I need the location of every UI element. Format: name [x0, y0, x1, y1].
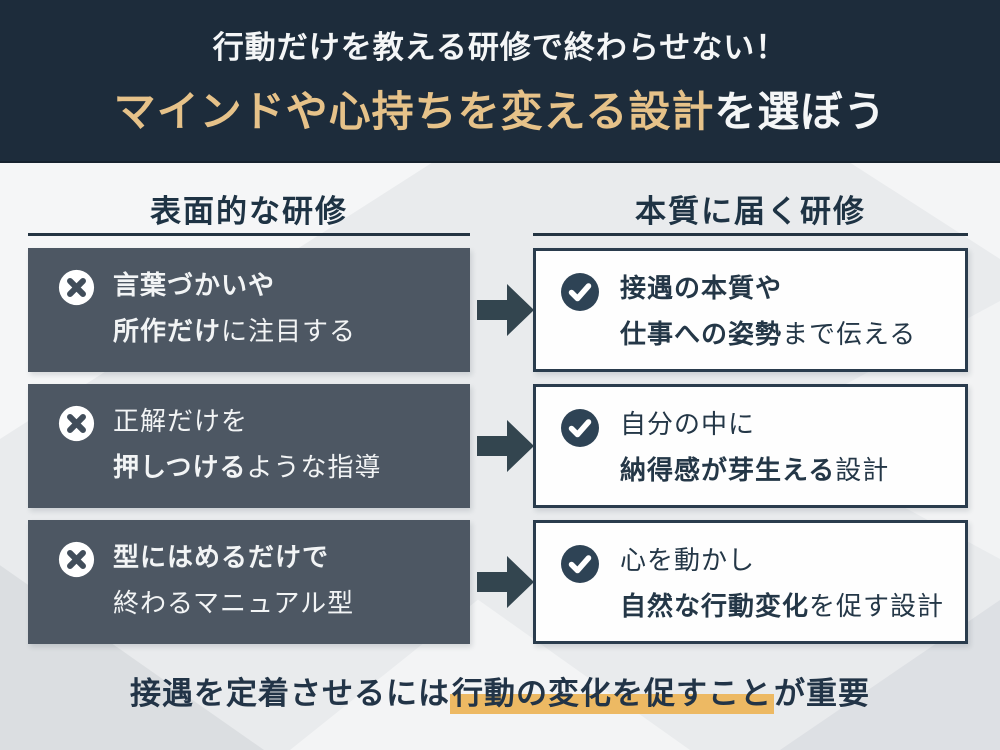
- title-line-1: 行動だけを教える研修で終わらせない！: [212, 30, 788, 65]
- good-point-text: 自分の中に 納得感が芽生える設計: [620, 401, 889, 493]
- good-point-box-3: 心を動かし 自然な行動変化を促す設計: [533, 520, 968, 644]
- text-line: 型にはめるだけで: [113, 542, 330, 572]
- left-column-underline: [28, 233, 470, 236]
- text-line: 終わるマニュアル型: [113, 588, 355, 618]
- conclusion-pre: 接遇を定着させるには: [130, 676, 450, 711]
- arrow-right-icon: [477, 556, 534, 608]
- good-point-text: 心を動かし 自然な行動変化を促す設計: [620, 537, 944, 629]
- cross-circle-icon: [58, 269, 95, 306]
- check-circle-icon: [561, 273, 599, 311]
- bad-point-box-3: 型にはめるだけで 終わるマニュアル型: [28, 520, 470, 644]
- left-column-title: 表面的な研修: [150, 193, 348, 229]
- good-point-box-2: 自分の中に 納得感が芽生える設計: [533, 384, 968, 508]
- text-line: 自然な行動変化を促す設計: [620, 591, 945, 621]
- title-accent-text: マインドや心持ちを変える設計: [113, 88, 715, 135]
- good-point-text: 接遇の本質や 仕事への姿勢まで伝える: [620, 265, 916, 357]
- right-column-underline: [533, 233, 968, 236]
- bad-point-box-2: 正解だけを 押しつけるような指導: [28, 384, 470, 508]
- text-line: 所作だけに注目する: [113, 316, 357, 346]
- good-point-box-1: 接遇の本質や 仕事への姿勢まで伝える: [533, 248, 968, 372]
- title-rest-text: を選ぼう: [714, 88, 887, 135]
- conclusion-highlight: 行動の変化を促すこと: [450, 676, 774, 714]
- arrow-right-icon: [477, 420, 534, 472]
- text-line: 言葉づかいや: [113, 270, 276, 300]
- cross-circle-icon: [58, 405, 95, 442]
- text-line: 仕事への姿勢まで伝える: [620, 319, 917, 349]
- bad-point-text: 型にはめるだけで 終わるマニュアル型: [113, 534, 354, 626]
- bad-point-box-1: 言葉づかいや 所作だけに注目する: [28, 248, 470, 372]
- text-line: 自分の中に: [620, 409, 756, 439]
- title-banner: 行動だけを教える研修で終わらせない！ マインドや心持ちを変える設計を選ぼう: [0, 0, 1000, 163]
- cross-circle-icon: [58, 541, 95, 578]
- conclusion-post: が重要: [774, 676, 870, 711]
- title-line-2: マインドや心持ちを変える設計を選ぼう: [114, 78, 887, 139]
- text-line: 押しつけるような指導: [113, 452, 382, 482]
- text-line: 正解だけを: [113, 406, 249, 436]
- text-line: 心を動かし: [620, 545, 756, 575]
- text-line: 接遇の本質や: [620, 273, 783, 303]
- check-circle-icon: [561, 545, 599, 583]
- check-circle-icon: [561, 409, 599, 447]
- conclusion-text: 接遇を定着させるには行動の変化を促すことが重要: [0, 668, 1000, 714]
- text-line: 納得感が芽生える設計: [620, 455, 890, 485]
- right-column-title: 本質に届く研修: [635, 193, 866, 229]
- bad-point-text: 正解だけを 押しつけるような指導: [113, 398, 381, 490]
- bad-point-text: 言葉づかいや 所作だけに注目する: [113, 262, 356, 354]
- arrow-right-icon: [477, 284, 534, 336]
